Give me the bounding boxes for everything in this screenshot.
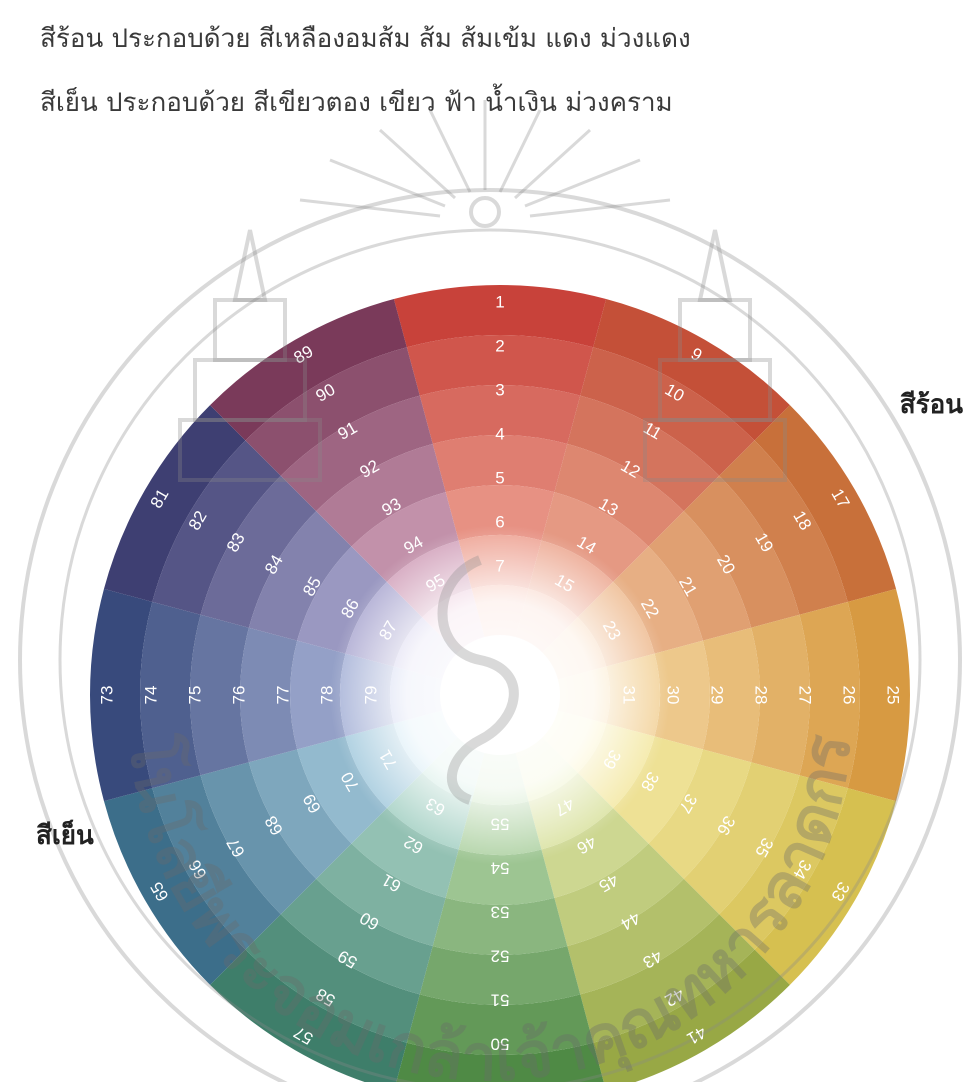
wheel-number-51: 51: [491, 991, 510, 1010]
cool-label: สีเย็น: [36, 815, 94, 856]
wheel-number-28: 28: [752, 686, 771, 705]
wheel-number-77: 77: [273, 686, 292, 705]
wheel-number-7: 7: [495, 556, 504, 575]
wheel-number-4: 4: [495, 424, 504, 443]
wheel-number-5: 5: [495, 468, 504, 487]
wheel-number-2: 2: [495, 336, 504, 355]
wheel-number-55: 55: [491, 815, 510, 834]
wheel-number-74: 74: [141, 686, 160, 705]
warm-label: สีร้อน: [900, 384, 963, 425]
wheel-number-78: 78: [317, 686, 336, 705]
wheel-number-73: 73: [97, 686, 116, 705]
wheel-center-glow: [330, 525, 670, 865]
wheel-number-31: 31: [620, 686, 639, 705]
wheel-number-50: 50: [491, 1035, 510, 1054]
wheel-number-26: 26: [840, 686, 859, 705]
wheel-number-79: 79: [361, 686, 380, 705]
wheel-number-29: 29: [708, 686, 727, 705]
wheel-number-53: 53: [491, 903, 510, 922]
wheel-number-6: 6: [495, 512, 504, 531]
wheel-number-75: 75: [185, 686, 204, 705]
wheel-number-52: 52: [491, 947, 510, 966]
wheel-number-27: 27: [796, 686, 815, 705]
wheel-number-54: 54: [491, 859, 510, 878]
wheel-number-1: 1: [495, 292, 504, 311]
wheel-number-25: 25: [884, 686, 903, 705]
wheel-number-3: 3: [495, 380, 504, 399]
wheel-number-30: 30: [664, 686, 683, 705]
wheel-number-49: 49: [491, 1079, 510, 1082]
wheel-number-76: 76: [229, 686, 248, 705]
